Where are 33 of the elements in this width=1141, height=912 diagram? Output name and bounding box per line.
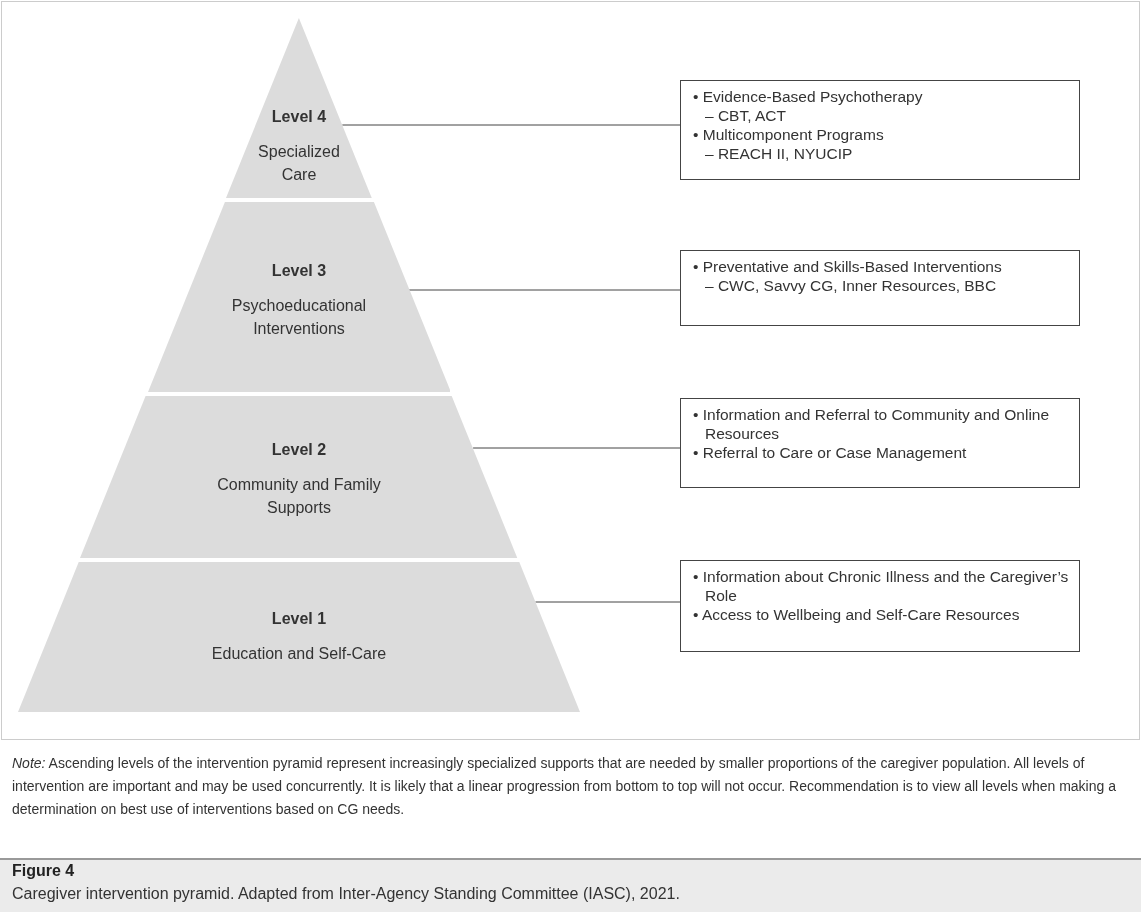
bullet-item: • Information about Chronic Illness and the Caregiver’s Role [693, 567, 1069, 605]
sub-item: – REACH II, NYUCIP [704, 144, 854, 163]
level-heading: Level 2 [271, 441, 327, 459]
bullet-item: • Information and Referral to Community and Online Resources [693, 405, 1051, 443]
level-name: Specialized Care [257, 142, 341, 185]
figure-number: Figure 4 [12, 862, 75, 880]
bullet-item: • Access to Wellbeing and Self-Care Resources [693, 605, 1021, 624]
level-name: Community and Family Supports [216, 475, 382, 518]
connector-line [408, 289, 681, 291]
intervention-box [680, 250, 1080, 326]
level-heading: Level 1 [271, 610, 327, 628]
level-heading: Level 3 [271, 262, 327, 280]
level-heading: Level 4 [271, 108, 327, 126]
connector-line [534, 601, 681, 603]
sub-item: – CBT, ACT [704, 106, 787, 125]
note-text: Note: Ascending levels of the intervention pyramid represent increasingly specialized supports that are needed by smaller proportions of the caregiver population. All levels of intervention are important and may be used concurrently. It is likely that a linear progression from bottom to top will not occur. Recommendation is to view all levels when making a determination on best use of interventions based on CG needs. [12, 754, 1117, 819]
sub-item: – CWC, Savvy CG, Inner Resources, BBC [704, 276, 998, 295]
pyramid-level [226, 18, 372, 198]
level-name: Psychoeducational Interventions [230, 296, 368, 339]
connector-line [472, 447, 681, 449]
intervention-box [680, 398, 1080, 488]
connector-line [341, 124, 681, 126]
intervention-box [680, 560, 1080, 652]
bullet-item: • Multicomponent Programs [693, 125, 885, 144]
pyramid-level [80, 396, 518, 558]
intervention-box [680, 80, 1080, 180]
bullet-item: • Evidence-Based Psychotherapy [693, 87, 924, 106]
bullet-item: • Referral to Care or Case Management [693, 443, 968, 462]
figure-caption: Caregiver intervention pyramid. Adapted from Inter-Agency Standing Committee (IASC), 2021. [12, 885, 680, 903]
level-name: Education and Self-Care [211, 644, 387, 664]
pyramid-level [147, 202, 451, 392]
pyramid-level [18, 562, 580, 712]
bullet-item: • Preventative and Skills-Based Interventions [693, 257, 1003, 276]
